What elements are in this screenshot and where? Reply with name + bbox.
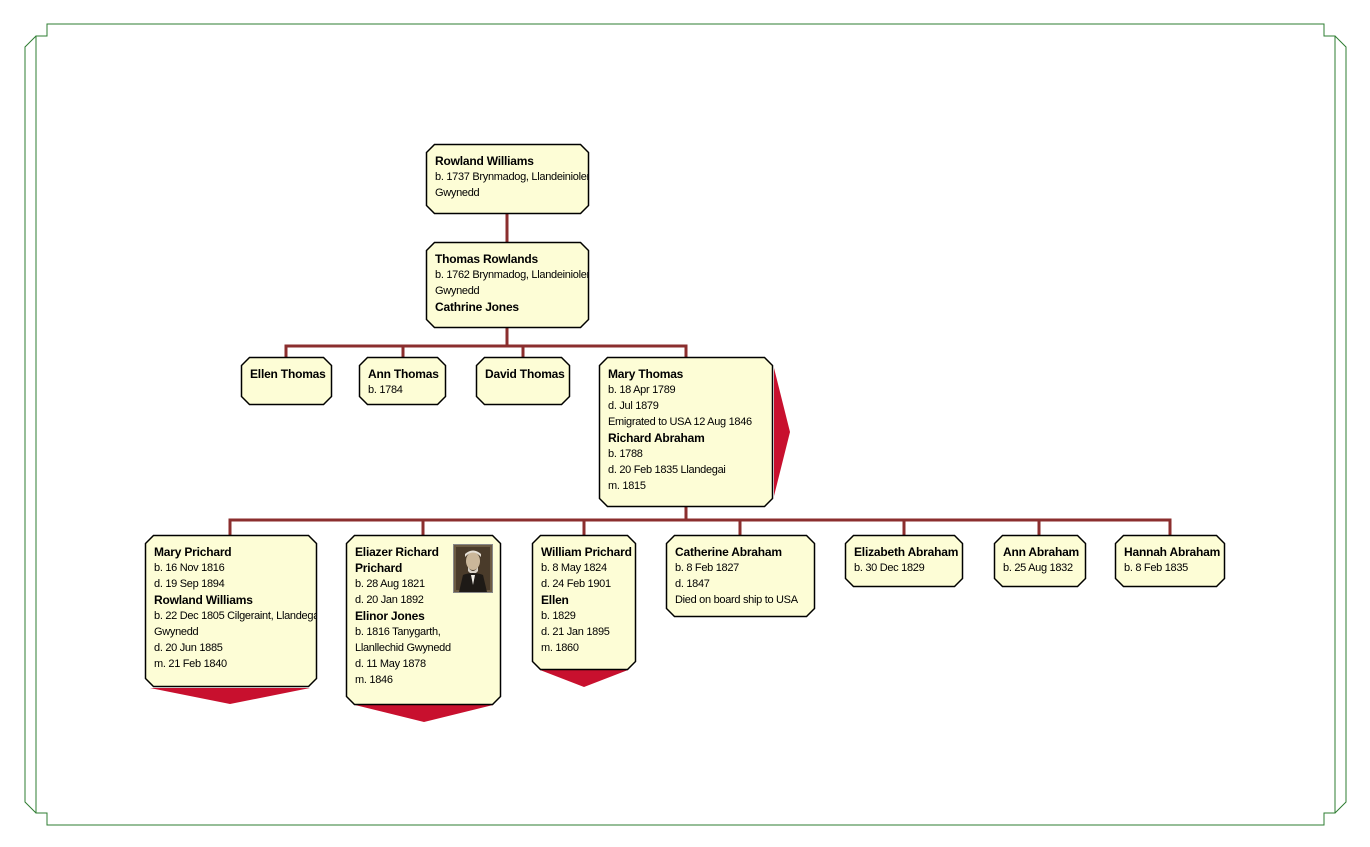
expand-down-tab-eliazer [355,705,493,722]
person-detail: b. 28 Aug 1821 [355,578,425,590]
spouse-detail: d. 20 Jun 1885 [154,642,223,654]
spouse-name: Rowland Williams [154,593,253,607]
person-name: David Thomas [485,367,565,381]
person-detail: d. 24 Feb 1901 [541,578,611,590]
person-name: Elizabeth Abraham [854,545,959,559]
person-name: Ann Thomas [368,367,439,381]
spouse-detail: d. 20 Feb 1835 Llandegai [608,464,726,476]
card-outline [531,534,637,671]
person-detail: d. Jul 1879 [608,400,659,412]
card-outline [425,241,590,329]
person-detail: d. 20 Jan 1892 [355,594,424,606]
spouse-detail: b. 22 Dec 1805 Cilgeraint, Llandegai [154,610,322,622]
card-outline [993,534,1087,588]
spouse-detail: m. 21 Feb 1840 [154,658,227,670]
person-detail: b. 30 Dec 1829 [854,562,925,574]
person-card-ann-abraham[interactable]: Ann Abraham b. 25 Aug 1832 [994,535,1086,587]
person-name: Rowland Williams [435,154,534,168]
person-detail: b. 18 Apr 1789 [608,384,676,396]
card-outline [358,356,447,406]
card-outline [475,356,571,406]
person-name: Hannah Abraham [1124,545,1221,559]
person-name: Ellen Thomas [250,367,326,381]
person-detail: b. 1762 Brynmadog, Llandeiniolen [435,269,593,281]
person-name: Thomas Rowlands [435,252,539,266]
card-outline [425,143,590,215]
spouse-detail: m. 1815 [608,480,646,492]
person-detail: Died on board ship to USA [675,594,798,606]
spouse-name: Cathrine Jones [435,300,519,314]
person-card-william-prichard[interactable]: William Prichard b. 8 May 1824 d. 24 Feb… [532,535,636,670]
spouse-detail: Gwynedd [154,626,199,638]
person-card-thomas-rowlands[interactable]: Thomas Rowlands b. 1762 Brynmadog, Lland… [426,242,589,328]
person-name: Catherine Abraham [675,545,782,559]
person-card-hannah-abraham[interactable]: Hannah Abraham b. 8 Feb 1835 [1115,535,1225,587]
person-card-eliazer-prichard[interactable]: Eliazer Richard Prichard b. 28 Aug 1821 … [346,535,501,705]
person-detail: Emigrated to USA 12 Aug 1846 [608,416,752,428]
expand-down-tab-mary-prichard [150,688,310,704]
person-detail: b. 16 Nov 1816 [154,562,225,574]
person-card-ann-thomas[interactable]: Ann Thomas b. 1784 [359,357,446,405]
card-outline [1114,534,1226,588]
person-card-david-thomas[interactable]: David Thomas [476,357,570,405]
card-outline [665,534,816,618]
person-card-mary-prichard[interactable]: Mary Prichard b. 16 Nov 1816 d. 19 Sep 1… [145,535,317,687]
expand-right-tab-mary-thomas [774,368,790,496]
expand-down-tab-william [540,670,628,687]
card-outline [240,356,333,406]
person-card-elizabeth-abraham[interactable]: Elizabeth Abraham b. 30 Dec 1829 [845,535,963,587]
person-name: Mary Thomas [608,367,684,381]
person-detail: b. 1737 Brynmadog, Llandeiniolen [435,171,593,183]
spouse-name: Elinor Jones [355,609,425,623]
spouse-detail: Llanllechid Gwynedd [355,642,451,654]
person-detail: d. 1847 [675,578,710,590]
person-detail: b. 1784 [368,384,403,396]
person-name: William Prichard [541,545,632,559]
card-outline [144,534,318,688]
spouse-detail: b. 1788 [608,448,643,460]
card-outline [598,356,774,508]
person-detail: b. 8 Feb 1827 [675,562,739,574]
person-detail: b. 8 Feb 1835 [1124,562,1188,574]
spouse-name: Ellen [541,593,569,607]
person-detail: b. 8 May 1824 [541,562,607,574]
portrait-photo[interactable] [453,544,493,593]
person-detail: Gwynedd [435,285,480,297]
spouse-detail: d. 11 May 1878 [355,658,426,670]
spouse-detail: b. 1829 [541,610,576,622]
spouse-detail: d. 21 Jan 1895 [541,626,610,638]
person-detail: d. 19 Sep 1894 [154,578,225,590]
person-name: Eliazer Richard Prichard [355,545,439,575]
person-card-catherine-abraham[interactable]: Catherine Abraham b. 8 Feb 1827 d. 1847 … [666,535,815,617]
spouse-name: Richard Abraham [608,431,705,445]
person-card-ellen-thomas[interactable]: Ellen Thomas [241,357,332,405]
card-outline [345,534,502,706]
spouse-detail: b. 1816 Tanygarth, [355,626,441,638]
person-detail: Gwynedd [435,187,480,199]
spouse-detail: m. 1860 [541,642,579,654]
person-name: Ann Abraham [1003,545,1080,559]
person-name: Mary Prichard [154,545,232,559]
person-card-mary-thomas[interactable]: Mary Thomas b. 18 Apr 1789 d. Jul 1879 E… [599,357,773,507]
person-detail: b. 25 Aug 1832 [1003,562,1073,574]
card-outline [844,534,964,588]
person-card-rowland-williams[interactable]: Rowland Williams b. 1737 Brynmadog, Llan… [426,144,589,214]
spouse-detail: m. 1846 [355,674,393,686]
